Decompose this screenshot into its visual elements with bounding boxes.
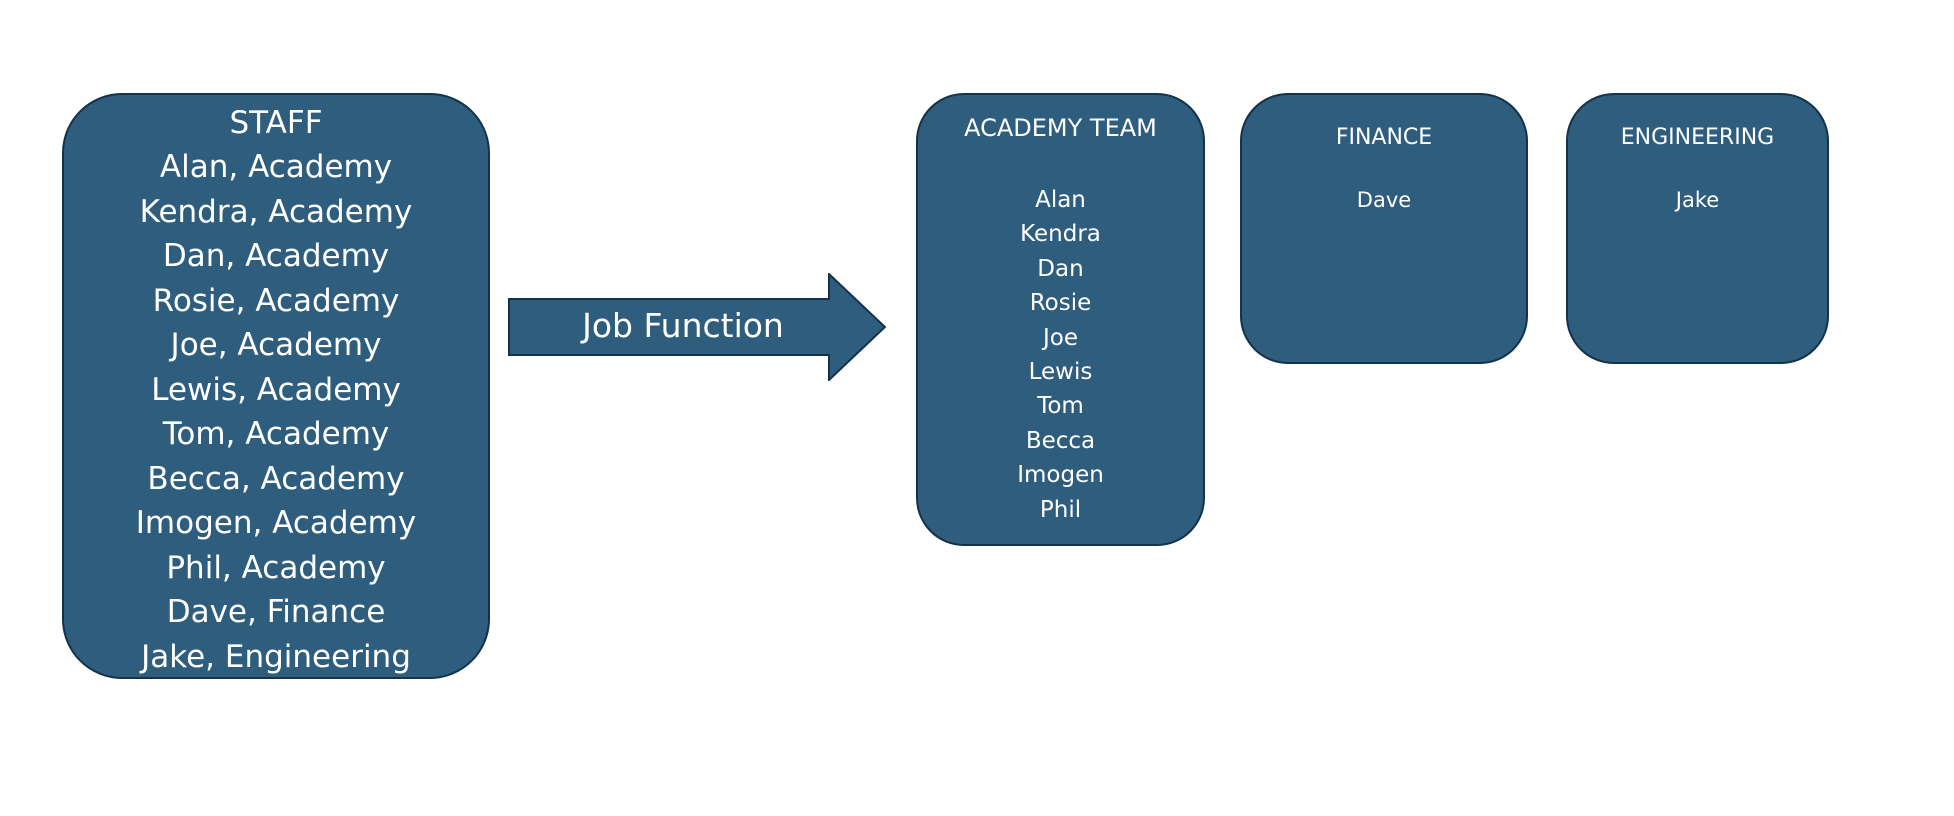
arrow-shape	[508, 273, 886, 381]
academy-team-box: ACADEMY TEAM Alan Kendra Dan Rosie Joe L…	[916, 93, 1205, 546]
team-member: Alan	[1035, 187, 1086, 213]
staff-item: Dan, Academy	[162, 238, 390, 274]
team-member: Lewis	[1028, 359, 1093, 386]
finance-team-list: Dave	[1242, 185, 1526, 215]
staff-item: Lewis, Academy	[151, 371, 401, 408]
staff-item: Becca, Academy	[147, 460, 405, 497]
team-member: Joe	[1042, 324, 1078, 351]
arrow-right-icon	[508, 273, 886, 381]
team-member: Kendra	[1020, 221, 1101, 248]
staff-item: Alan, Academy	[159, 149, 393, 185]
staff-list: Alan, Academy Kendra, Academy Dan, Acade…	[64, 145, 488, 679]
engineering-team-list: Jake	[1568, 185, 1827, 215]
team-member: Dave	[1356, 188, 1412, 212]
staff-item: Jake, Engineering	[141, 638, 411, 675]
team-member: Imogen	[1017, 462, 1104, 489]
staff-item: Tom, Academy	[162, 416, 390, 452]
finance-team-box: FINANCE Dave	[1240, 93, 1528, 364]
team-member: Jake	[1675, 188, 1720, 212]
team-member: Dan	[1037, 255, 1084, 282]
staff-title: STAFF	[229, 105, 323, 141]
staff-item: Kendra, Academy	[139, 193, 413, 230]
engineering-team-box: ENGINEERING Jake	[1566, 93, 1829, 364]
academy-team-title: ACADEMY TEAM	[964, 114, 1157, 142]
staff-item: Rosie, Academy	[152, 282, 400, 319]
team-member: Phil	[1039, 496, 1082, 523]
team-member: Becca	[1025, 427, 1096, 454]
staff-item: Joe, Academy	[170, 327, 382, 363]
staff-item: Dave, Finance	[166, 594, 386, 630]
staff-item: Phil, Academy	[166, 549, 386, 586]
engineering-team-title: ENGINEERING	[1620, 125, 1775, 150]
team-member: Tom	[1037, 393, 1084, 420]
staff-box: STAFF Alan, Academy Kendra, Academy Dan,…	[62, 93, 490, 679]
team-member: Rosie	[1029, 290, 1092, 317]
academy-team-list: Alan Kendra Dan Rosie Joe Lewis Tom Becc…	[918, 183, 1203, 527]
staff-item: Imogen, Academy	[135, 505, 417, 541]
arrow-label: Job Function	[582, 306, 784, 345]
finance-team-title: FINANCE	[1335, 125, 1433, 150]
